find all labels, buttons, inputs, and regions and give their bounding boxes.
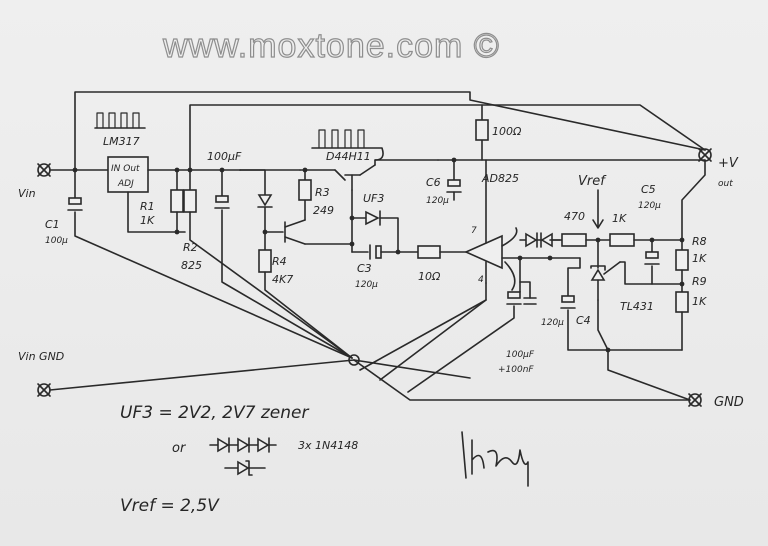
r4-value: 4K7	[272, 273, 293, 286]
c3-value: 120µ	[355, 280, 378, 290]
pin7-label: 7	[471, 226, 477, 236]
cap-pair-electrolytic	[507, 291, 521, 299]
lm317-adj: ADJ	[117, 179, 134, 189]
pass-transistor-stage: R3 249 D44H11 UF3 C3 120µ	[239, 129, 439, 290]
r9-value: 1K	[692, 295, 707, 308]
r3-name: R3	[315, 186, 330, 199]
uf3-label: UF3	[363, 192, 384, 205]
output-filter: 10Ω C6 120µ 100Ω	[417, 119, 522, 283]
ad825-label: AD825	[481, 172, 519, 185]
r2-value: 825	[181, 259, 202, 272]
r2-resistor	[183, 189, 197, 213]
vin-gnd-label: Vin GND	[18, 350, 64, 363]
top-rails	[74, 91, 706, 171]
r-470-label: 470	[564, 210, 585, 223]
r-10ohm-label: 10Ω	[418, 270, 441, 283]
note-or: or	[172, 441, 187, 456]
out-label: out	[718, 179, 733, 189]
c4-capacitor	[561, 295, 575, 303]
r1-name: R1	[140, 200, 155, 213]
note-vref: Vref = 2,5V	[120, 496, 220, 516]
gnd-terminal	[688, 393, 702, 407]
gnd-terminal-group: GND	[688, 393, 744, 410]
plus-v-label: +V	[718, 156, 739, 171]
star-ground	[49, 299, 691, 401]
vref-network: 470 1K Vref TL431 120µ C4	[541, 174, 691, 401]
note-uf3: UF3 = 2V2, 2V7 zener	[120, 403, 309, 423]
feedback-diodes: 100µF +100nF	[407, 232, 581, 393]
ad825-body	[464, 234, 503, 270]
r8-name: R8	[692, 235, 707, 248]
r1-resistor	[170, 189, 184, 213]
r-470	[561, 233, 587, 247]
c5-value: 120µ	[638, 201, 661, 211]
r3-resistor	[298, 179, 312, 201]
signature	[461, 431, 529, 487]
vin-gnd-terminal	[37, 383, 51, 397]
c5-capacitor	[645, 251, 659, 259]
d44h11-label: D44H11	[326, 150, 371, 163]
cap-pair-2: +100nF	[498, 365, 534, 375]
c6-value: 120µ	[426, 196, 449, 206]
notes: UF3 = 2V2, 2V7 zener or 3x 1N4148 Vref =…	[120, 403, 358, 516]
r9-name: R9	[692, 275, 707, 288]
lm317-in-out: IN Out	[111, 164, 140, 174]
r8-value: 1K	[692, 252, 707, 265]
r-1k-label: 1K	[612, 212, 627, 225]
c6-name: C6	[426, 176, 441, 189]
c6-capacitor	[447, 179, 461, 187]
r-100ohm	[475, 119, 489, 141]
lm317-regulator: LM317 IN Out ADJ R1 1K R2 825	[94, 112, 353, 359]
r4-resistor	[258, 249, 272, 273]
input-section: Vin C1 100µ	[18, 163, 353, 359]
divider-network: C5 120µ R8 1K R9 1K	[638, 159, 707, 351]
c1-capacitor	[68, 197, 82, 205]
note-diodes: 3x 1N4148	[298, 439, 358, 452]
c1-value: 100µ	[45, 236, 68, 246]
reference-stage: R4 4K7	[239, 169, 353, 359]
c3-name: C3	[357, 262, 372, 275]
vout-terminal	[698, 148, 712, 162]
c5-name: C5	[641, 183, 656, 196]
tl431-label: TL431	[620, 300, 654, 313]
vin-gnd-terminal-group: Vin GND	[18, 350, 64, 397]
r8-resistor	[675, 249, 689, 271]
ad825-opamp: AD825 7 4	[359, 159, 521, 371]
r2-name: R2	[183, 241, 198, 254]
vin-label: Vin	[18, 187, 36, 200]
lm317-label: LM317	[103, 135, 140, 148]
r4-name: R4	[272, 255, 287, 268]
r3-value: 249	[313, 204, 334, 217]
lm317-body	[107, 156, 149, 193]
r-10ohm	[417, 245, 441, 259]
c1-name: C1	[45, 218, 60, 231]
vref-arrow-label: Vref	[578, 174, 607, 189]
r-1k	[609, 233, 635, 247]
cap-100uf-body	[215, 195, 229, 203]
cap-100uf: 100µF	[207, 150, 353, 359]
watermark: www.moxtone.com ©	[162, 27, 500, 65]
cap-100uf-label: 100µF	[207, 150, 242, 163]
r-100ohm-label: 100Ω	[492, 125, 522, 138]
gnd-label: GND	[714, 395, 744, 410]
cap-pair-1: 100µF	[506, 350, 535, 360]
r1-value: 1K	[140, 214, 155, 227]
output-terminal: +V out	[698, 148, 739, 189]
c4-cap-label: 120µ	[541, 318, 564, 328]
r9-resistor	[675, 291, 689, 313]
c4-name: C4	[576, 314, 591, 327]
pin4-label: 4	[478, 275, 484, 285]
